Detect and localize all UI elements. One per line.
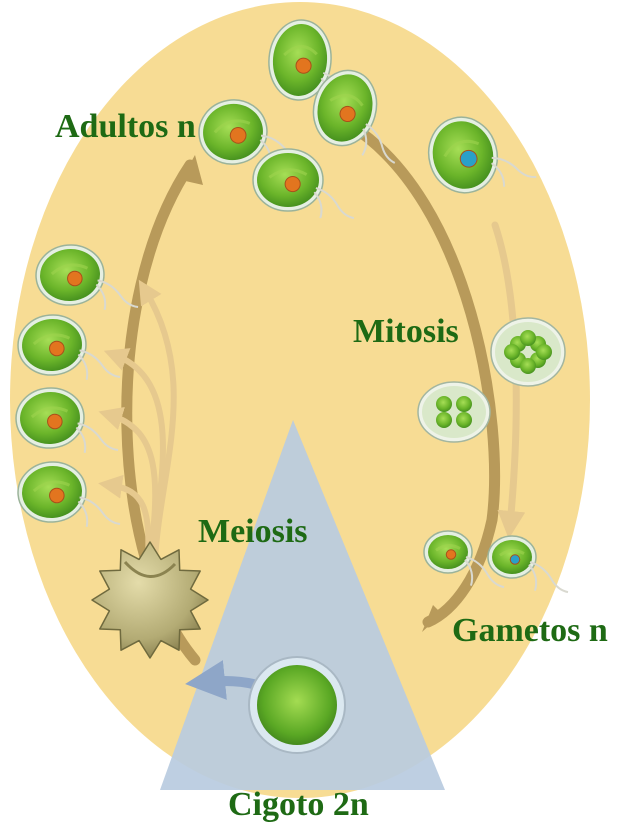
label-cigoto: Cigoto 2n bbox=[228, 788, 369, 822]
dividing-cell-4 bbox=[418, 382, 490, 442]
zygote-cell bbox=[249, 657, 345, 753]
label-meiosis: Meiosis bbox=[198, 515, 308, 549]
dividing-cell-8 bbox=[491, 318, 565, 386]
label-mitosis: Mitosis bbox=[353, 315, 459, 349]
label-adultos: Adultos n bbox=[55, 110, 196, 144]
label-gametos: Gametos n bbox=[452, 614, 608, 648]
